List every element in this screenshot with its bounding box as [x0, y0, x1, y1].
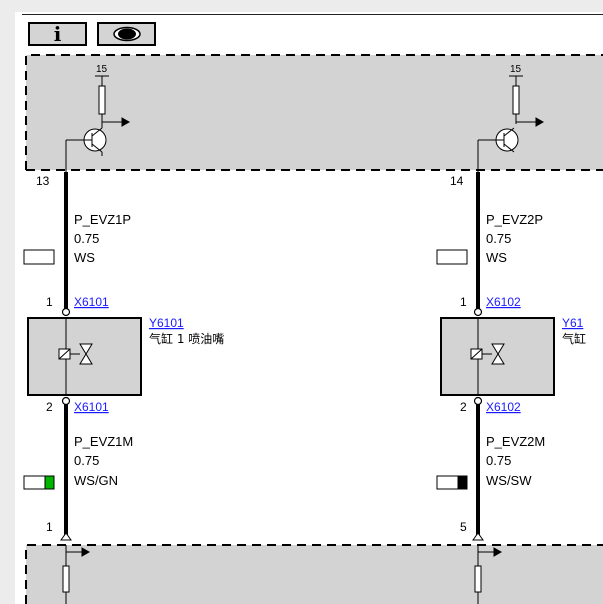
- info-button[interactable]: i: [28, 22, 87, 46]
- connector-pin-bottom-left: [61, 396, 71, 406]
- wire-color-swatch-lower-left: [23, 475, 55, 490]
- driver-transistor-right: [477, 75, 545, 172]
- wire-color-swatch-upper-right: [436, 249, 468, 265]
- pin-top-left: 13: [36, 174, 50, 188]
- wire-gauge-lower-right: 0.75: [486, 453, 511, 468]
- component-desc-right: 气缸: [562, 331, 586, 346]
- wire-color-swatch-upper-left: [23, 249, 55, 265]
- control-module-bottom-fill: [26, 545, 603, 604]
- wire-name-upper-left: P_EVZ1P: [74, 212, 131, 227]
- control-module-top-border: [25, 54, 603, 171]
- driver-bottom-left: [62, 545, 91, 604]
- pin-top-right: 14: [450, 174, 464, 188]
- wire-name-upper-right: P_EVZ2P: [486, 212, 543, 227]
- injector-valve-left: [79, 343, 93, 365]
- info-icon: i: [53, 22, 62, 46]
- control-module-bottom: [25, 544, 603, 604]
- wire-color-upper-right: WS: [486, 250, 507, 265]
- connector-link-bottom-right[interactable]: X6102: [486, 400, 521, 414]
- injector-valve-right: [491, 343, 505, 365]
- pin-bottom-left: 1: [46, 520, 53, 534]
- wire-gauge-upper-left: 0.75: [74, 231, 99, 246]
- pin-bottom-right: 5: [460, 520, 467, 534]
- connector-pin-top-right: [473, 307, 483, 317]
- supply-voltage-right: 15: [510, 64, 522, 75]
- connector-pin-module-bottom-left: [60, 532, 72, 541]
- injector-component-right: [440, 317, 555, 396]
- connector-bottom-pin-right: 2: [460, 400, 467, 414]
- eye-icon: [112, 26, 141, 42]
- component-desc-left: 气缸 1 喷油嘴: [149, 331, 224, 346]
- connector-link-bottom-left[interactable]: X6101: [74, 400, 109, 414]
- connector-top-pin-left: 1: [46, 295, 53, 309]
- wire-color-lower-right: WS/SW: [486, 473, 532, 488]
- wire-gauge-upper-right: 0.75: [486, 231, 511, 246]
- connector-top-pin-right: 1: [460, 295, 467, 309]
- injector-component-left: [27, 317, 142, 396]
- component-link-left[interactable]: Y6101: [149, 316, 184, 330]
- component-link-right[interactable]: Y61: [562, 316, 584, 330]
- connector-link-top-left[interactable]: X6101: [74, 295, 109, 309]
- control-module-bottom-border: [25, 544, 603, 604]
- wire-color-lower-left: WS/GN: [74, 473, 118, 488]
- wire-color-upper-left: WS: [74, 250, 95, 265]
- wire-name-lower-right: P_EVZ2M: [486, 434, 545, 449]
- supply-voltage-left: 15: [96, 64, 108, 75]
- wire-name-lower-left: P_EVZ1M: [74, 434, 133, 449]
- toolbar-divider: [22, 14, 603, 15]
- connector-bottom-pin-left: 2: [46, 400, 53, 414]
- driver-bottom-right: [474, 545, 503, 604]
- wire-color-swatch-lower-right: [436, 475, 468, 490]
- wire-gauge-lower-left: 0.75: [74, 453, 99, 468]
- connector-link-top-right[interactable]: X6102: [486, 295, 521, 309]
- connector-pin-module-bottom-right: [472, 532, 484, 541]
- connector-pin-bottom-right: [473, 396, 483, 406]
- view-button[interactable]: [97, 22, 156, 46]
- driver-transistor-left: [65, 75, 131, 172]
- connector-pin-top-left: [61, 307, 71, 317]
